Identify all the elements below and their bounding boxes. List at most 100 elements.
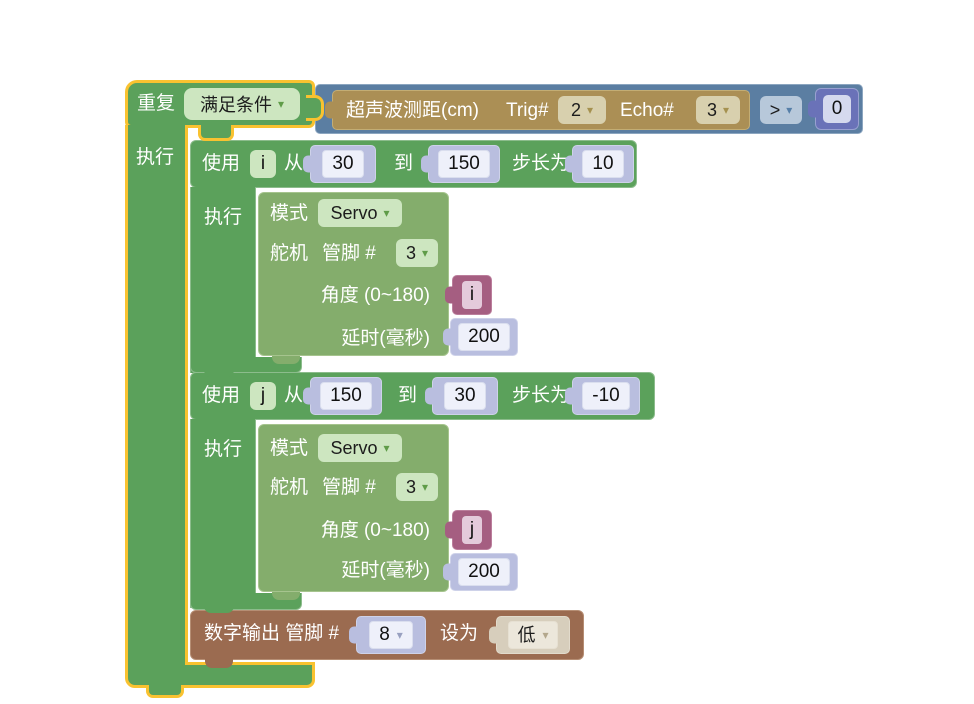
number-field[interactable]: -10: [582, 382, 630, 410]
chevron-down-icon: ▾: [277, 97, 285, 111]
dropdown-value: 3: [706, 99, 717, 120]
digital-write-label: 数字输出 管脚 #: [204, 623, 340, 644]
loop-variable-field[interactable]: i: [250, 150, 276, 178]
dropdown-value: 低: [517, 625, 536, 645]
repeat-condition-socket: [306, 95, 324, 121]
set-label: 设为: [440, 623, 479, 644]
number-block[interactable]: 10: [565, 145, 634, 183]
puzzle-tab: [565, 155, 575, 173]
servo-mode-dropdown[interactable]: Servo ▾: [318, 199, 402, 227]
number-field[interactable]: 200: [458, 558, 510, 586]
chevron-down-icon: ▾: [421, 480, 429, 494]
ultrasonic-label: 超声波测距(cm): [346, 100, 479, 121]
loop-do-label: 执行: [204, 439, 243, 460]
repeat-condition-dropdown[interactable]: 满足条件 ▾: [184, 88, 300, 120]
to-label: 到: [394, 153, 414, 174]
operator-dropdown[interactable]: > ▾: [760, 96, 802, 124]
chevron-down-icon: ▾: [421, 246, 429, 260]
use-label: 使用: [202, 385, 241, 406]
step-label: 步长为: [512, 385, 570, 406]
repeat-bottom-notch: [146, 685, 184, 698]
for-loop-spine[interactable]: [190, 419, 256, 608]
servo-mode-dropdown[interactable]: Servo ▾: [318, 434, 402, 462]
step-label: 步长为: [512, 153, 570, 174]
number-block[interactable]: 150: [303, 377, 382, 415]
stack-notch: [272, 356, 300, 364]
number-block[interactable]: 0: [808, 88, 859, 130]
chevron-down-icon: ▾: [722, 103, 730, 117]
chevron-down-icon: ▾: [586, 103, 594, 117]
to-label: 到: [398, 385, 418, 406]
dropdown-value: 3: [405, 242, 416, 263]
level-value-block[interactable]: 低 ▾: [489, 616, 570, 654]
dropdown-value: Servo: [330, 202, 378, 223]
loop-variable-field[interactable]: j: [250, 382, 276, 410]
stack-notch: [204, 603, 234, 613]
number-field[interactable]: 150: [438, 150, 490, 178]
number-block[interactable]: 200: [443, 553, 518, 591]
number-field[interactable]: 0: [822, 95, 852, 123]
stack-notch: [272, 592, 300, 600]
number-field[interactable]: 30: [322, 150, 364, 178]
repeat-do-label: 执行: [136, 147, 175, 168]
chevron-down-icon: ▾: [383, 206, 390, 220]
number-field[interactable]: 200: [458, 323, 510, 351]
puzzle-tab: [303, 155, 313, 173]
number-block[interactable]: 30: [425, 377, 498, 415]
ultrasonic-block[interactable]: [325, 90, 750, 130]
number-block[interactable]: 30: [303, 145, 376, 183]
puzzle-tab: [425, 387, 435, 405]
dropdown-value: Servo: [330, 437, 378, 458]
servo-label: 舵机: [270, 243, 309, 264]
puzzle-tab: [445, 521, 455, 539]
stack-notch: [205, 659, 233, 668]
puzzle-tab: [445, 286, 455, 304]
from-label: 从: [284, 385, 304, 406]
use-label: 使用: [202, 153, 241, 174]
pin-value-block[interactable]: 8 ▾: [349, 616, 426, 654]
puzzle-tab: [443, 328, 453, 346]
mode-label: 模式: [270, 438, 309, 459]
delay-label: 延时(毫秒): [341, 328, 430, 349]
dropdown-value: 满足条件: [199, 95, 272, 115]
echo-label: Echo#: [620, 100, 674, 121]
from-label: 从: [284, 153, 304, 174]
for-loop-spine[interactable]: [190, 187, 256, 373]
echo-pin-dropdown[interactable]: 3 ▾: [696, 96, 740, 124]
servo-pin-dropdown[interactable]: 3 ▾: [396, 473, 438, 501]
servo-pin-dropdown[interactable]: 3 ▾: [396, 239, 438, 267]
puzzle-tab: [443, 563, 453, 581]
pin-label: 管脚 #: [322, 477, 376, 498]
number-field[interactable]: 30: [444, 382, 486, 410]
repeat-block-spine[interactable]: [125, 125, 188, 665]
puzzle-tab: [303, 387, 313, 405]
variable-block[interactable]: i: [445, 275, 492, 315]
pin-dropdown[interactable]: 8 ▾: [369, 621, 413, 649]
variable-block[interactable]: j: [445, 510, 492, 550]
trig-pin-dropdown[interactable]: 2 ▾: [558, 96, 606, 124]
number-field[interactable]: 150: [320, 382, 372, 410]
number-block[interactable]: 200: [443, 318, 518, 356]
puzzle-tab: [565, 387, 575, 405]
puzzle-tab: [808, 100, 818, 118]
repeat-inner-notch: [198, 125, 234, 141]
dropdown-value: 8: [379, 624, 390, 645]
variable-field[interactable]: i: [461, 281, 483, 309]
variable-field[interactable]: j: [461, 516, 483, 544]
puzzle-tab: [349, 626, 359, 644]
dropdown-value: 3: [405, 476, 416, 497]
chevron-down-icon: ▾: [383, 441, 390, 455]
number-field[interactable]: 10: [582, 150, 624, 178]
pin-label: 管脚 #: [322, 243, 376, 264]
dropdown-value: >: [769, 99, 781, 120]
angle-label: 角度 (0~180): [320, 520, 430, 541]
chevron-down-icon: ▾: [542, 628, 549, 642]
number-block[interactable]: -10: [565, 377, 640, 415]
repeat-label: 重复: [137, 93, 176, 114]
number-block[interactable]: 150: [421, 145, 500, 183]
chevron-down-icon: ▾: [396, 628, 403, 642]
puzzle-tab: [421, 155, 431, 173]
level-dropdown[interactable]: 低 ▾: [508, 621, 558, 649]
delay-label: 延时(毫秒): [341, 560, 430, 581]
